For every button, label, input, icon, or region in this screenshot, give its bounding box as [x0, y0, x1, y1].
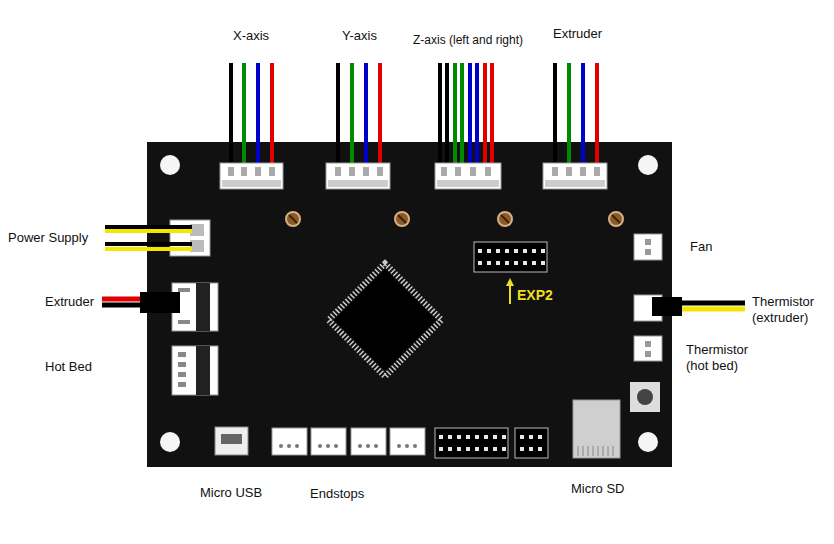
port-label: Power Supply [8, 230, 88, 246]
axis-label: Y-axis [342, 28, 377, 44]
port-label: Fan [690, 239, 712, 255]
port-label: Micro SD [571, 481, 624, 497]
port-label: Thermistor (hot bed) [686, 342, 762, 374]
axis-label: Z-axis (left and right) [413, 32, 523, 48]
axis-label: Extruder [553, 26, 602, 42]
port-label: Extruder [45, 294, 94, 310]
port-label: Endstops [310, 486, 364, 502]
port-label: Thermistor (extruder) [752, 294, 828, 326]
port-label: Micro USB [200, 485, 262, 501]
axis-label: X-axis [233, 28, 269, 44]
header-label: EXP2 [517, 287, 553, 303]
port-label: Hot Bed [45, 359, 92, 375]
